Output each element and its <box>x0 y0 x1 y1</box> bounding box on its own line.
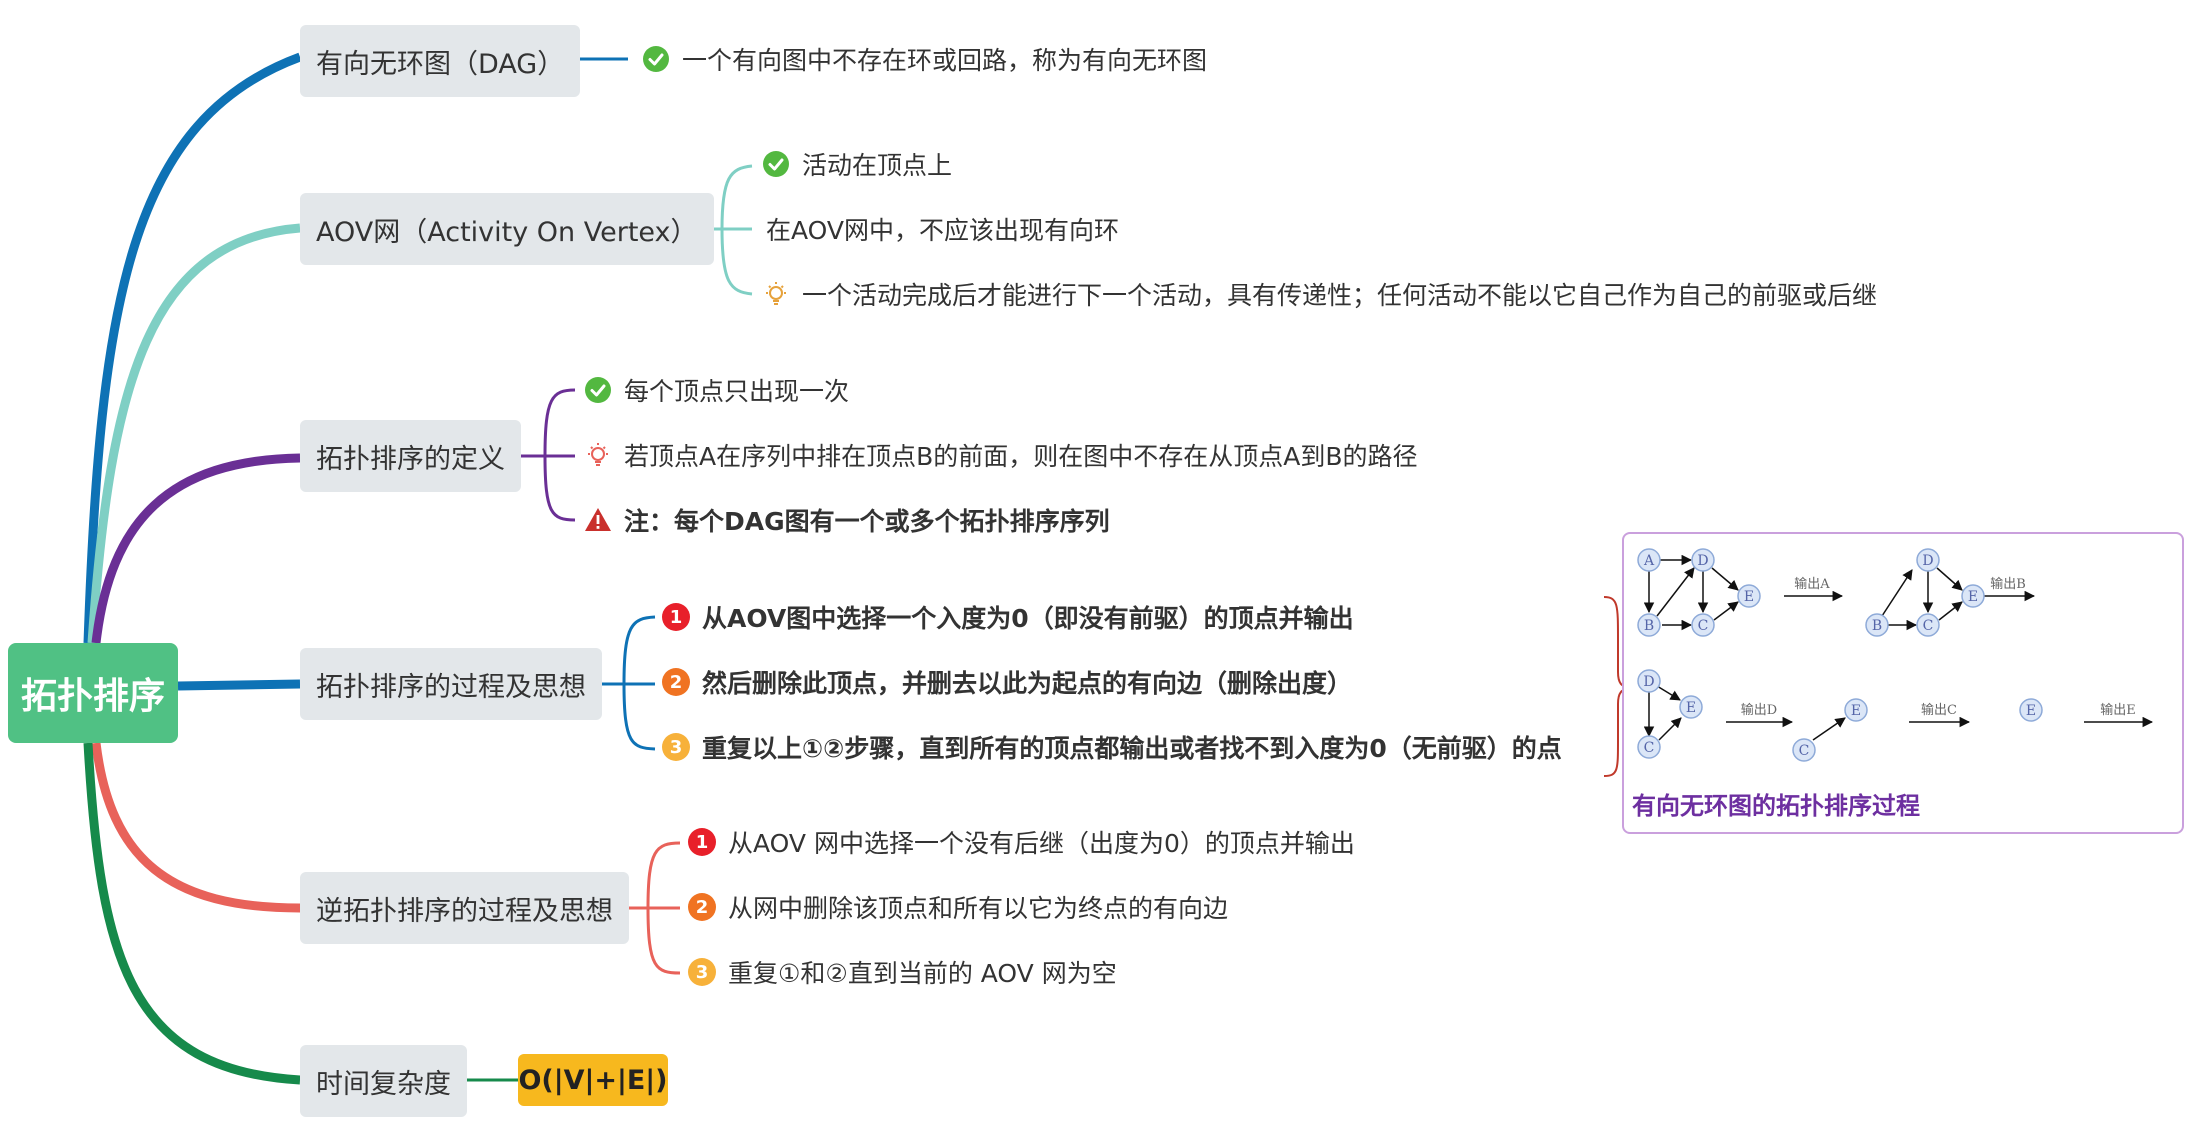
node-e: E <box>1744 589 1754 605</box>
leaf-def-note[interactable]: 注：每个DAG图有一个或多个拓扑排序序列 <box>584 500 1110 540</box>
step-label-d: 输出D <box>1741 702 1777 718</box>
leaf-text: 活动在顶点上 <box>802 151 953 180</box>
complexity-value[interactable]: O(|V|+|E|) <box>518 1054 668 1106</box>
step-label-c: 输出C <box>1921 702 1957 718</box>
root-node[interactable]: 拓扑排序 <box>8 643 178 743</box>
branch-process-label: 拓扑排序的过程及思想 <box>316 671 586 703</box>
leaf-process-step-3[interactable]: 3 重复以上①②步骤，直到所有的顶点都输出或者找不到入度为0（无前驱）的点 <box>662 727 1562 767</box>
branch-dag-label: 有向无环图（DAG） <box>316 48 565 80</box>
node-b: B <box>1644 618 1654 634</box>
node-d: D <box>1643 674 1654 690</box>
leaf-text: 注：每个DAG图有一个或多个拓扑排序序列 <box>624 507 1110 536</box>
leaf-text: 一个有向图中不存在环或回路，称为有向无环图 <box>682 46 1208 75</box>
leaf-process-step-2[interactable]: 2 然后删除此顶点，并删去以此为起点的有向边（删除出度） <box>662 662 1352 702</box>
dag-process-image: A B D C E B D C E D C E C E E 输出A 输出B 输出… <box>1622 532 2184 834</box>
number-1-icon: 1 <box>688 828 716 856</box>
leaf-reverse-step-2[interactable]: 2 从网中删除该顶点和所有以它为终点的有向边 <box>688 887 1228 927</box>
branch-aov-label: AOV网（Activity On Vertex） <box>316 216 698 248</box>
node-a: A <box>1643 553 1655 569</box>
node-c: C <box>1698 618 1709 634</box>
node-c: C <box>1799 743 1810 759</box>
leaf-aov-no-cycle[interactable]: 在AOV网中，不应该出现有向环 <box>766 209 1119 249</box>
branch-definition[interactable]: 拓扑排序的定义 <box>300 420 521 492</box>
branch-definition-label: 拓扑排序的定义 <box>316 443 505 475</box>
leaf-dag-definition[interactable]: 一个有向图中不存在环或回路，称为有向无环图 <box>642 39 1207 79</box>
check-icon <box>763 151 789 177</box>
leaf-text: 从网中删除该顶点和所有以它为终点的有向边 <box>728 894 1229 923</box>
branch-complexity-label: 时间复杂度 <box>316 1068 451 1100</box>
leaf-text: 在AOV网中，不应该出现有向环 <box>766 216 1120 245</box>
leaf-text: 重复以上①②步骤，直到所有的顶点都输出或者找不到入度为0（无前驱）的点 <box>702 734 1562 763</box>
leaf-text: 然后删除此顶点，并删去以此为起点的有向边（删除出度） <box>702 669 1353 698</box>
node-c: C <box>1644 740 1655 756</box>
dag-process-graph: A B D C E B D C E D C E C E E 输出A 输出B 输出… <box>1637 548 2154 762</box>
warning-icon <box>585 508 611 531</box>
bulb-icon <box>766 282 786 305</box>
branch-process[interactable]: 拓扑排序的过程及思想 <box>300 648 602 720</box>
node-b: B <box>1872 618 1882 634</box>
step-label-e: 输出E <box>2100 702 2136 718</box>
number-2-icon: 2 <box>662 668 690 696</box>
branch-dag[interactable]: 有向无环图（DAG） <box>300 25 581 97</box>
leaf-text: 若顶点A在序列中排在顶点B的前面，则在图中不存在从顶点A到B的路径 <box>624 442 1418 471</box>
node-d: D <box>1922 553 1933 569</box>
leaf-def-once[interactable]: 每个顶点只出现一次 <box>584 370 849 410</box>
node-e: E <box>1968 589 1978 605</box>
check-icon <box>643 46 669 72</box>
number-3-icon: 3 <box>662 733 690 761</box>
leaf-text: 重复①和②直到当前的 AOV 网为空 <box>728 959 1117 988</box>
leaf-text: 每个顶点只出现一次 <box>624 377 850 406</box>
bulb-icon <box>588 443 608 466</box>
branch-reverse[interactable]: 逆拓扑排序的过程及思想 <box>300 872 629 944</box>
number-2-icon: 2 <box>688 893 716 921</box>
step-label-b: 输出B <box>1990 576 2026 592</box>
node-c: C <box>1923 618 1934 634</box>
leaf-text: 一个活动完成后才能进行下一个活动，具有传递性；任何活动不能以它自己作为自己的前驱… <box>802 281 1878 310</box>
leaf-aov-activity[interactable]: 活动在顶点上 <box>762 144 952 184</box>
check-icon <box>585 377 611 403</box>
leaf-process-step-1[interactable]: 1 从AOV图中选择一个入度为0（即没有前驱）的顶点并输出 <box>662 597 1354 637</box>
leaf-text: 从AOV图中选择一个入度为0（即没有前驱）的顶点并输出 <box>702 604 1354 633</box>
node-e: E <box>1686 700 1696 716</box>
leaf-aov-transitive[interactable]: 一个活动完成后才能进行下一个活动，具有传递性；任何活动不能以它自己作为自己的前驱… <box>762 274 1877 314</box>
leaf-text: 从AOV 网中选择一个没有后继（出度为0）的顶点并输出 <box>728 829 1355 858</box>
branch-reverse-label: 逆拓扑排序的过程及思想 <box>316 895 613 927</box>
image-caption: 有向无环图的拓扑排序过程 <box>1632 792 1920 820</box>
branch-aov[interactable]: AOV网（Activity On Vertex） <box>300 193 714 265</box>
node-e: E <box>1851 703 1861 719</box>
number-1-icon: 1 <box>662 603 690 631</box>
step-label-a: 输出A <box>1794 576 1830 592</box>
leaf-def-order[interactable]: 若顶点A在序列中排在顶点B的前面，则在图中不存在从顶点A到B的路径 <box>584 435 1418 475</box>
branch-complexity[interactable]: 时间复杂度 <box>300 1045 467 1117</box>
complexity-text: O(|V|+|E|) <box>518 1064 668 1096</box>
root-label: 拓扑排序 <box>20 676 165 717</box>
leaf-reverse-step-3[interactable]: 3 重复①和②直到当前的 AOV 网为空 <box>688 952 1117 992</box>
number-3-icon: 3 <box>688 958 716 986</box>
node-e: E <box>2026 703 2036 719</box>
node-d: D <box>1697 553 1708 569</box>
leaf-reverse-step-1[interactable]: 1 从AOV 网中选择一个没有后继（出度为0）的顶点并输出 <box>688 822 1355 862</box>
